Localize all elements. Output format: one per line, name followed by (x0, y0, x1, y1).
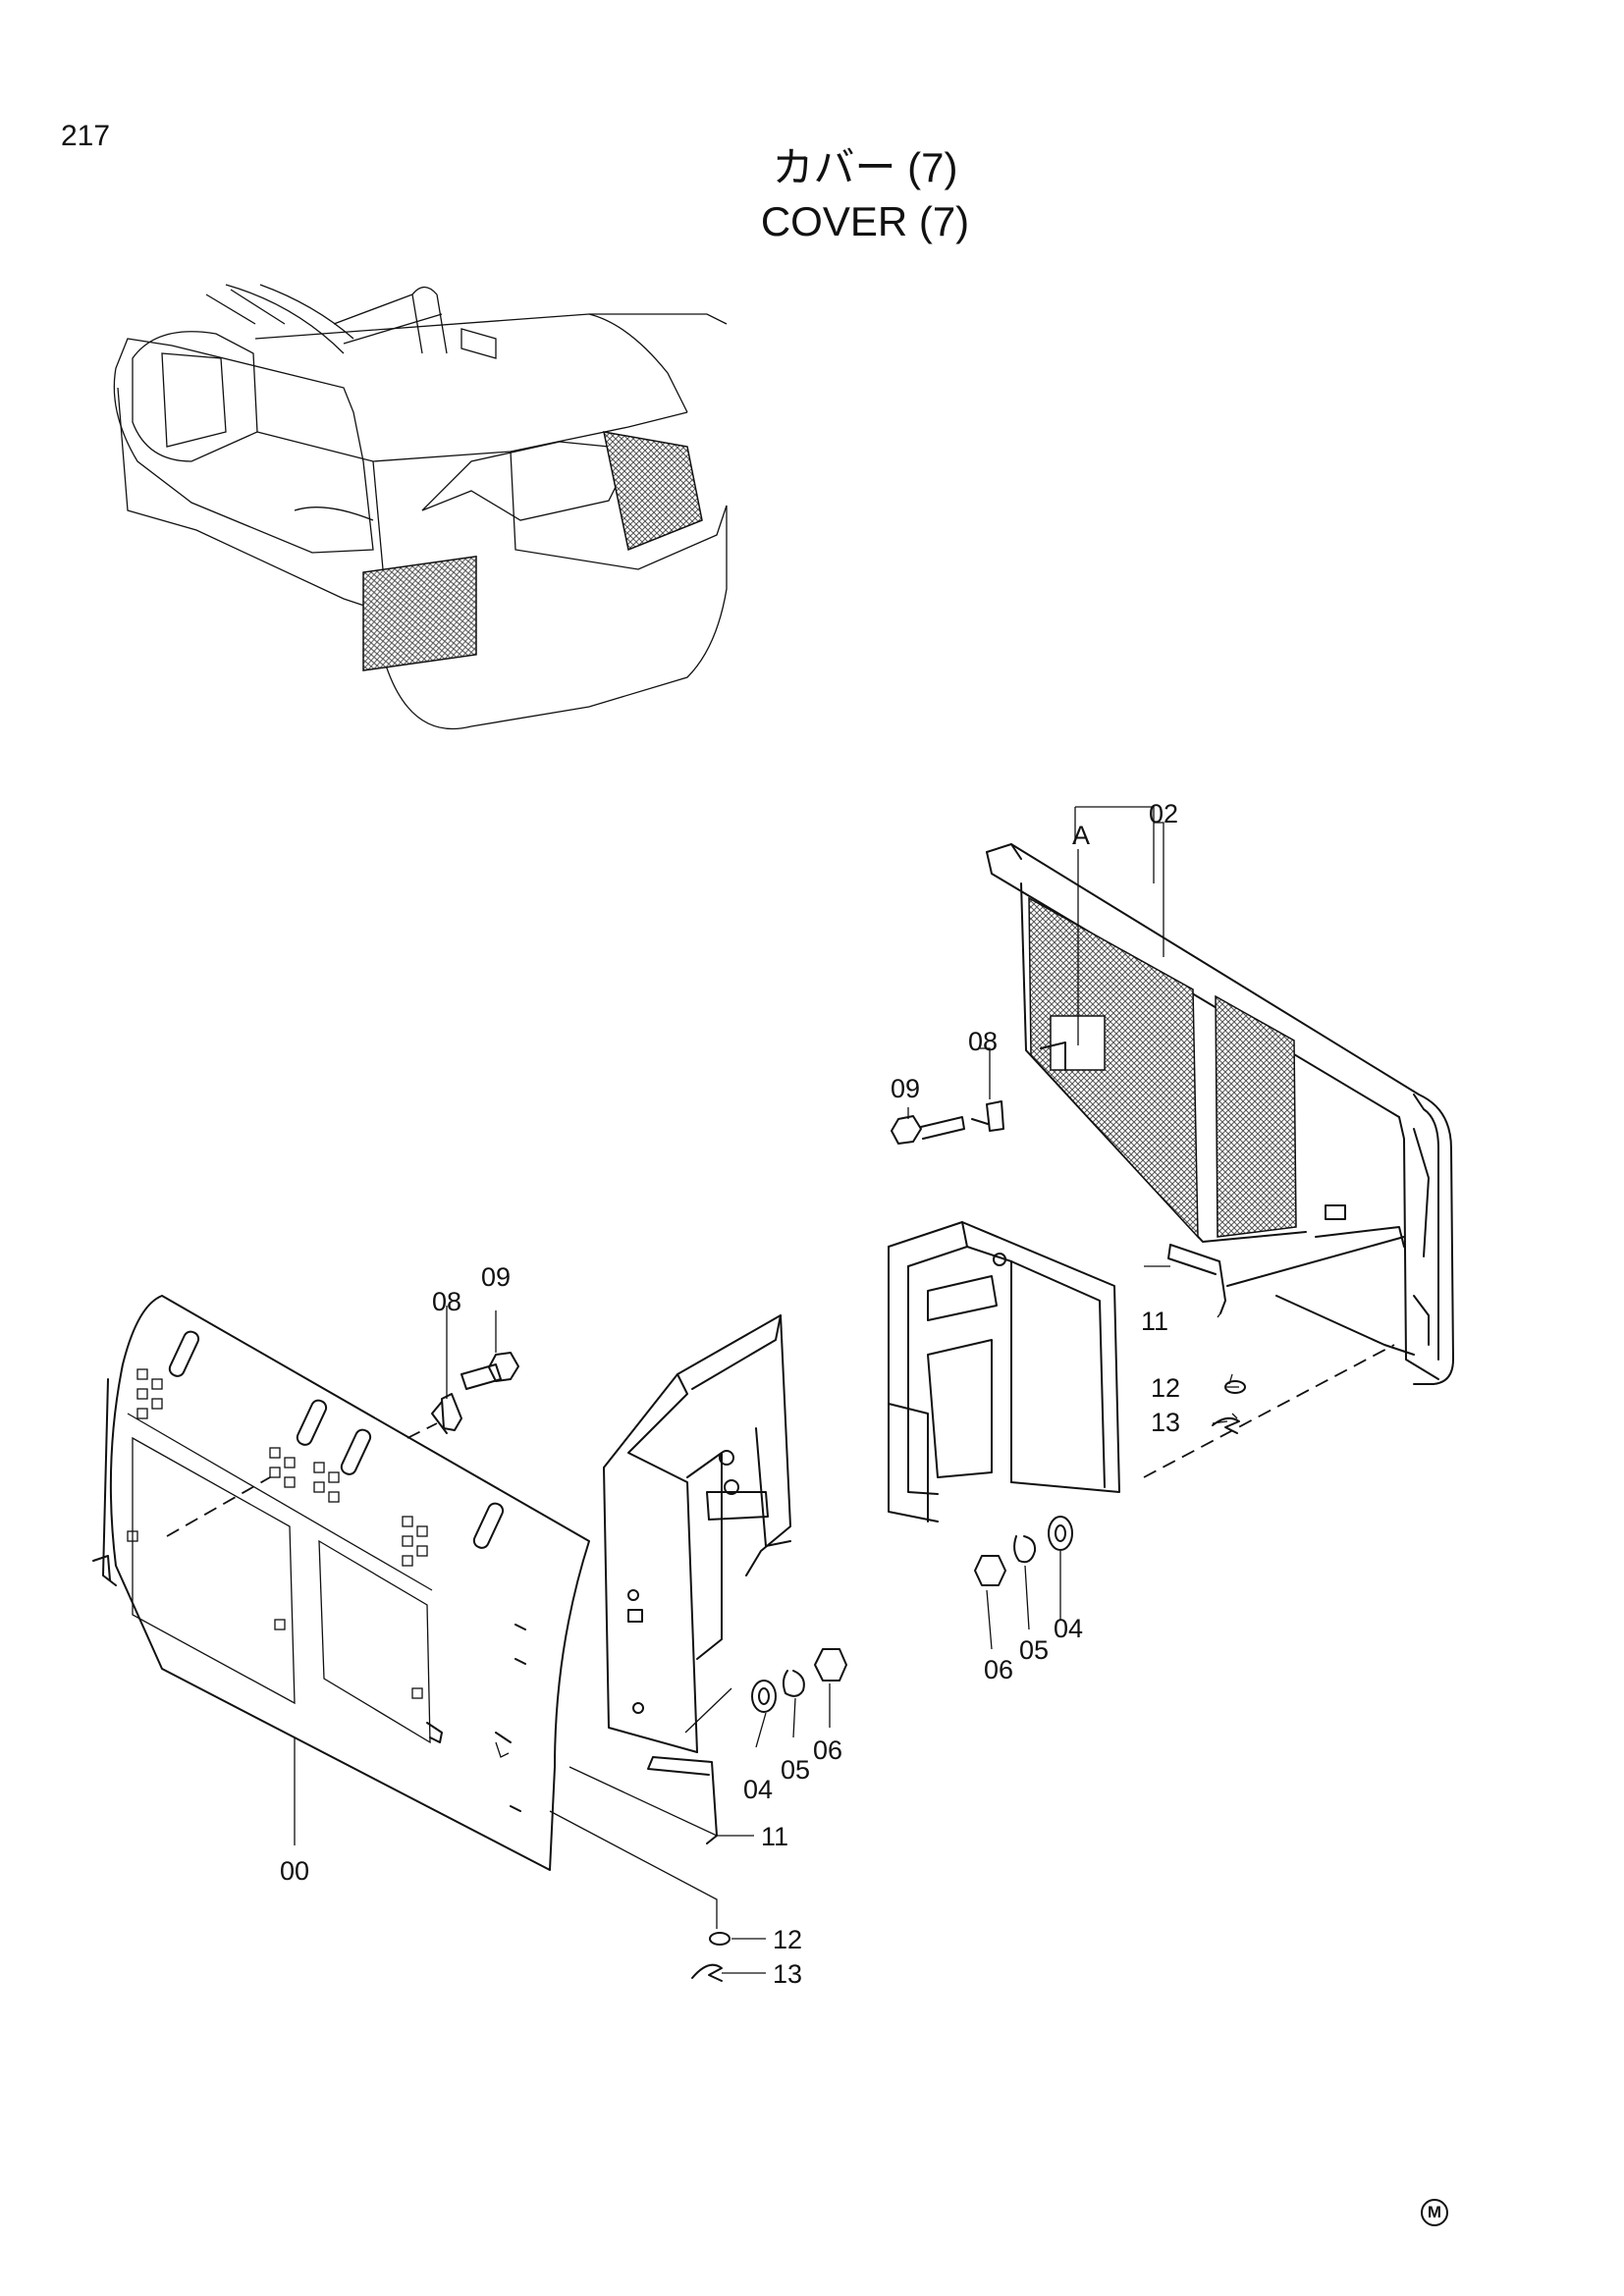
support-bracket-left (603, 1314, 791, 1753)
callout-05-left: 05 (781, 1755, 810, 1785)
callout-06-left: 06 (813, 1735, 842, 1765)
callout-06-right: 06 (984, 1655, 1013, 1684)
callout-labels: A 02 08 09 11 12 13 06 05 04 08 09 04 05… (280, 799, 1180, 1989)
callout-11-right: 11 (1141, 1307, 1168, 1336)
callout-04-right: 04 (1054, 1614, 1083, 1643)
manufacturer-mark: M (1421, 2199, 1448, 2226)
hardware-left (431, 1352, 847, 1982)
callout-05-right: 05 (1019, 1635, 1049, 1665)
cover-frame-02 (986, 843, 1454, 1385)
cooling-slots (168, 1330, 505, 1549)
callout-00: 00 (280, 1856, 309, 1886)
title-japanese: カバー (7) (772, 144, 958, 190)
callout-02: 02 (1149, 799, 1178, 828)
page-number: 217 (61, 120, 111, 152)
callout-11-left: 11 (761, 1822, 788, 1851)
hardware-right (891, 1100, 1246, 1586)
callout-08-right: 08 (968, 1027, 998, 1056)
callout-08-left: 08 (432, 1287, 461, 1316)
leader-lines (166, 806, 1395, 1974)
callout-12-left: 12 (773, 1925, 802, 1954)
callout-12-right: 12 (1151, 1373, 1180, 1403)
support-bracket-right (888, 1221, 1120, 1522)
callout-09-left: 09 (481, 1262, 511, 1292)
callout-04-left: 04 (743, 1775, 773, 1804)
callout-13-left: 13 (773, 1959, 802, 1989)
cover-panel-00 (92, 1295, 590, 1871)
title-english: COVER (7) (760, 198, 970, 244)
callout-09-right: 09 (891, 1074, 920, 1103)
vent-pattern (127, 1368, 428, 1699)
excavator-overview (113, 284, 728, 730)
callout-A: A (1072, 821, 1090, 850)
callout-13-right: 13 (1151, 1408, 1180, 1437)
